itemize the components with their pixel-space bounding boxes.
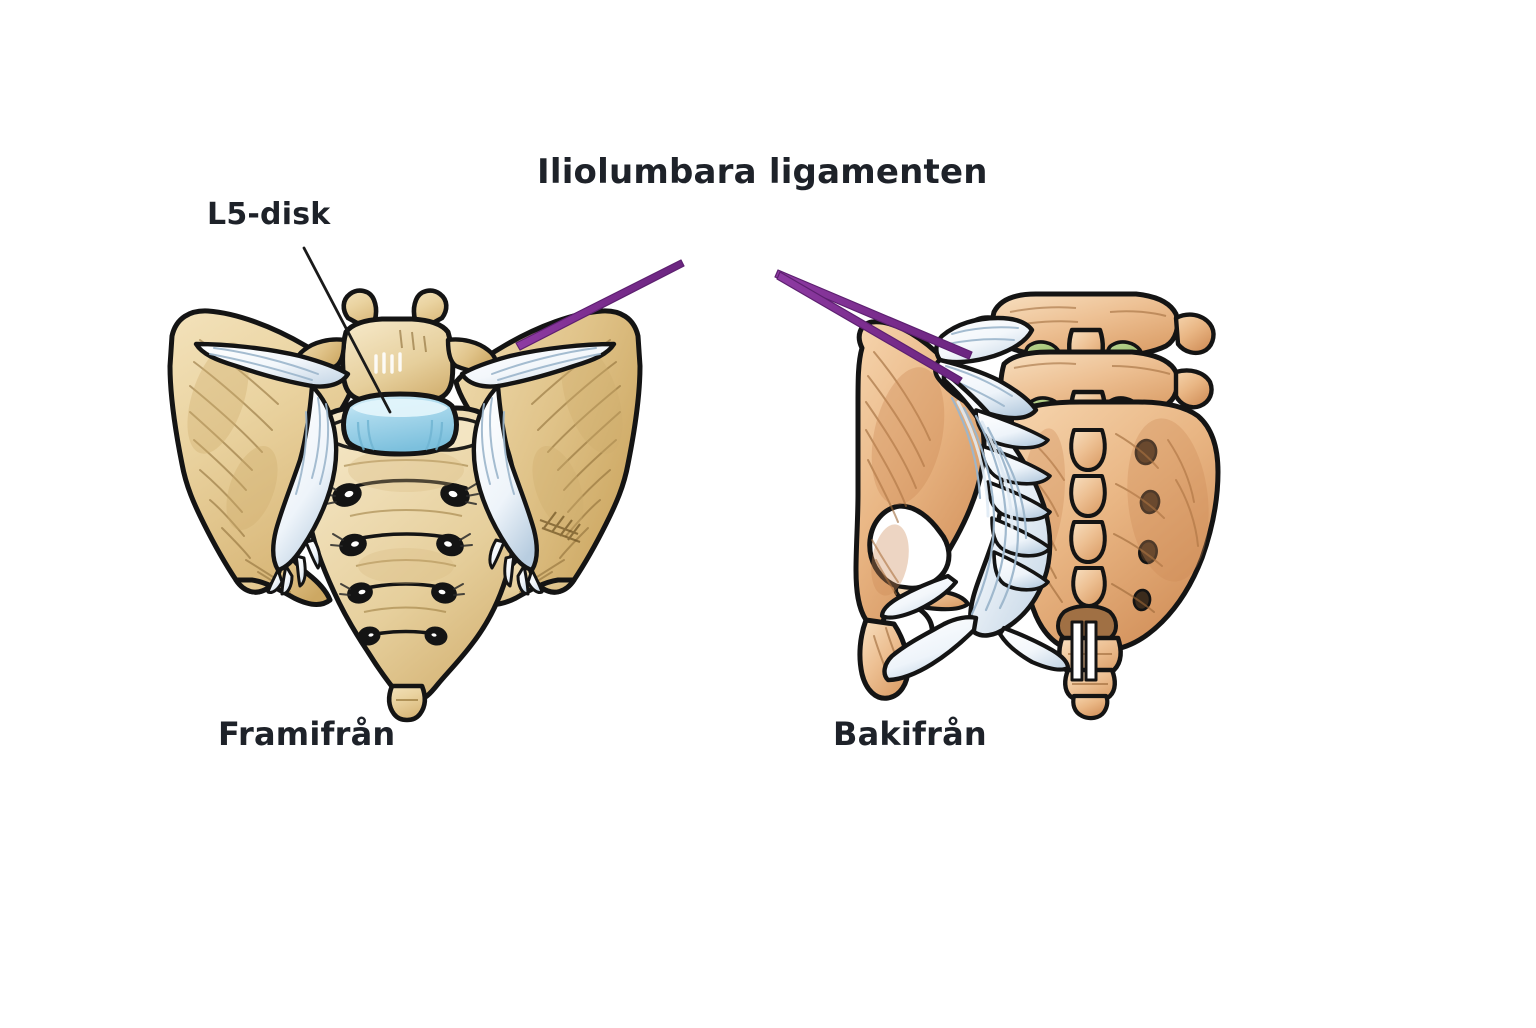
label-l5-disk: L5-disk	[207, 197, 331, 232]
median-sacral-crest	[1069, 428, 1107, 608]
iliolumbar-ligament-right-anterior	[459, 341, 617, 596]
page-title: Iliolumbara ligamenten	[537, 152, 988, 192]
caption-anterior-view: Framifrån	[218, 715, 396, 753]
pointer-purple-posterior	[774, 269, 973, 385]
l5-intervertebral-disk	[341, 391, 459, 457]
anterior-view-group	[167, 246, 685, 723]
posterior-sacral-foramina	[1132, 438, 1161, 612]
leader-line-l5-disk	[302, 246, 392, 414]
pointer-purple-anterior	[515, 259, 685, 351]
posterior-view-group	[774, 269, 1221, 721]
iliolumbar-ligament-left-anterior	[193, 341, 351, 596]
caption-posterior-view: Bakifrån	[833, 715, 987, 753]
